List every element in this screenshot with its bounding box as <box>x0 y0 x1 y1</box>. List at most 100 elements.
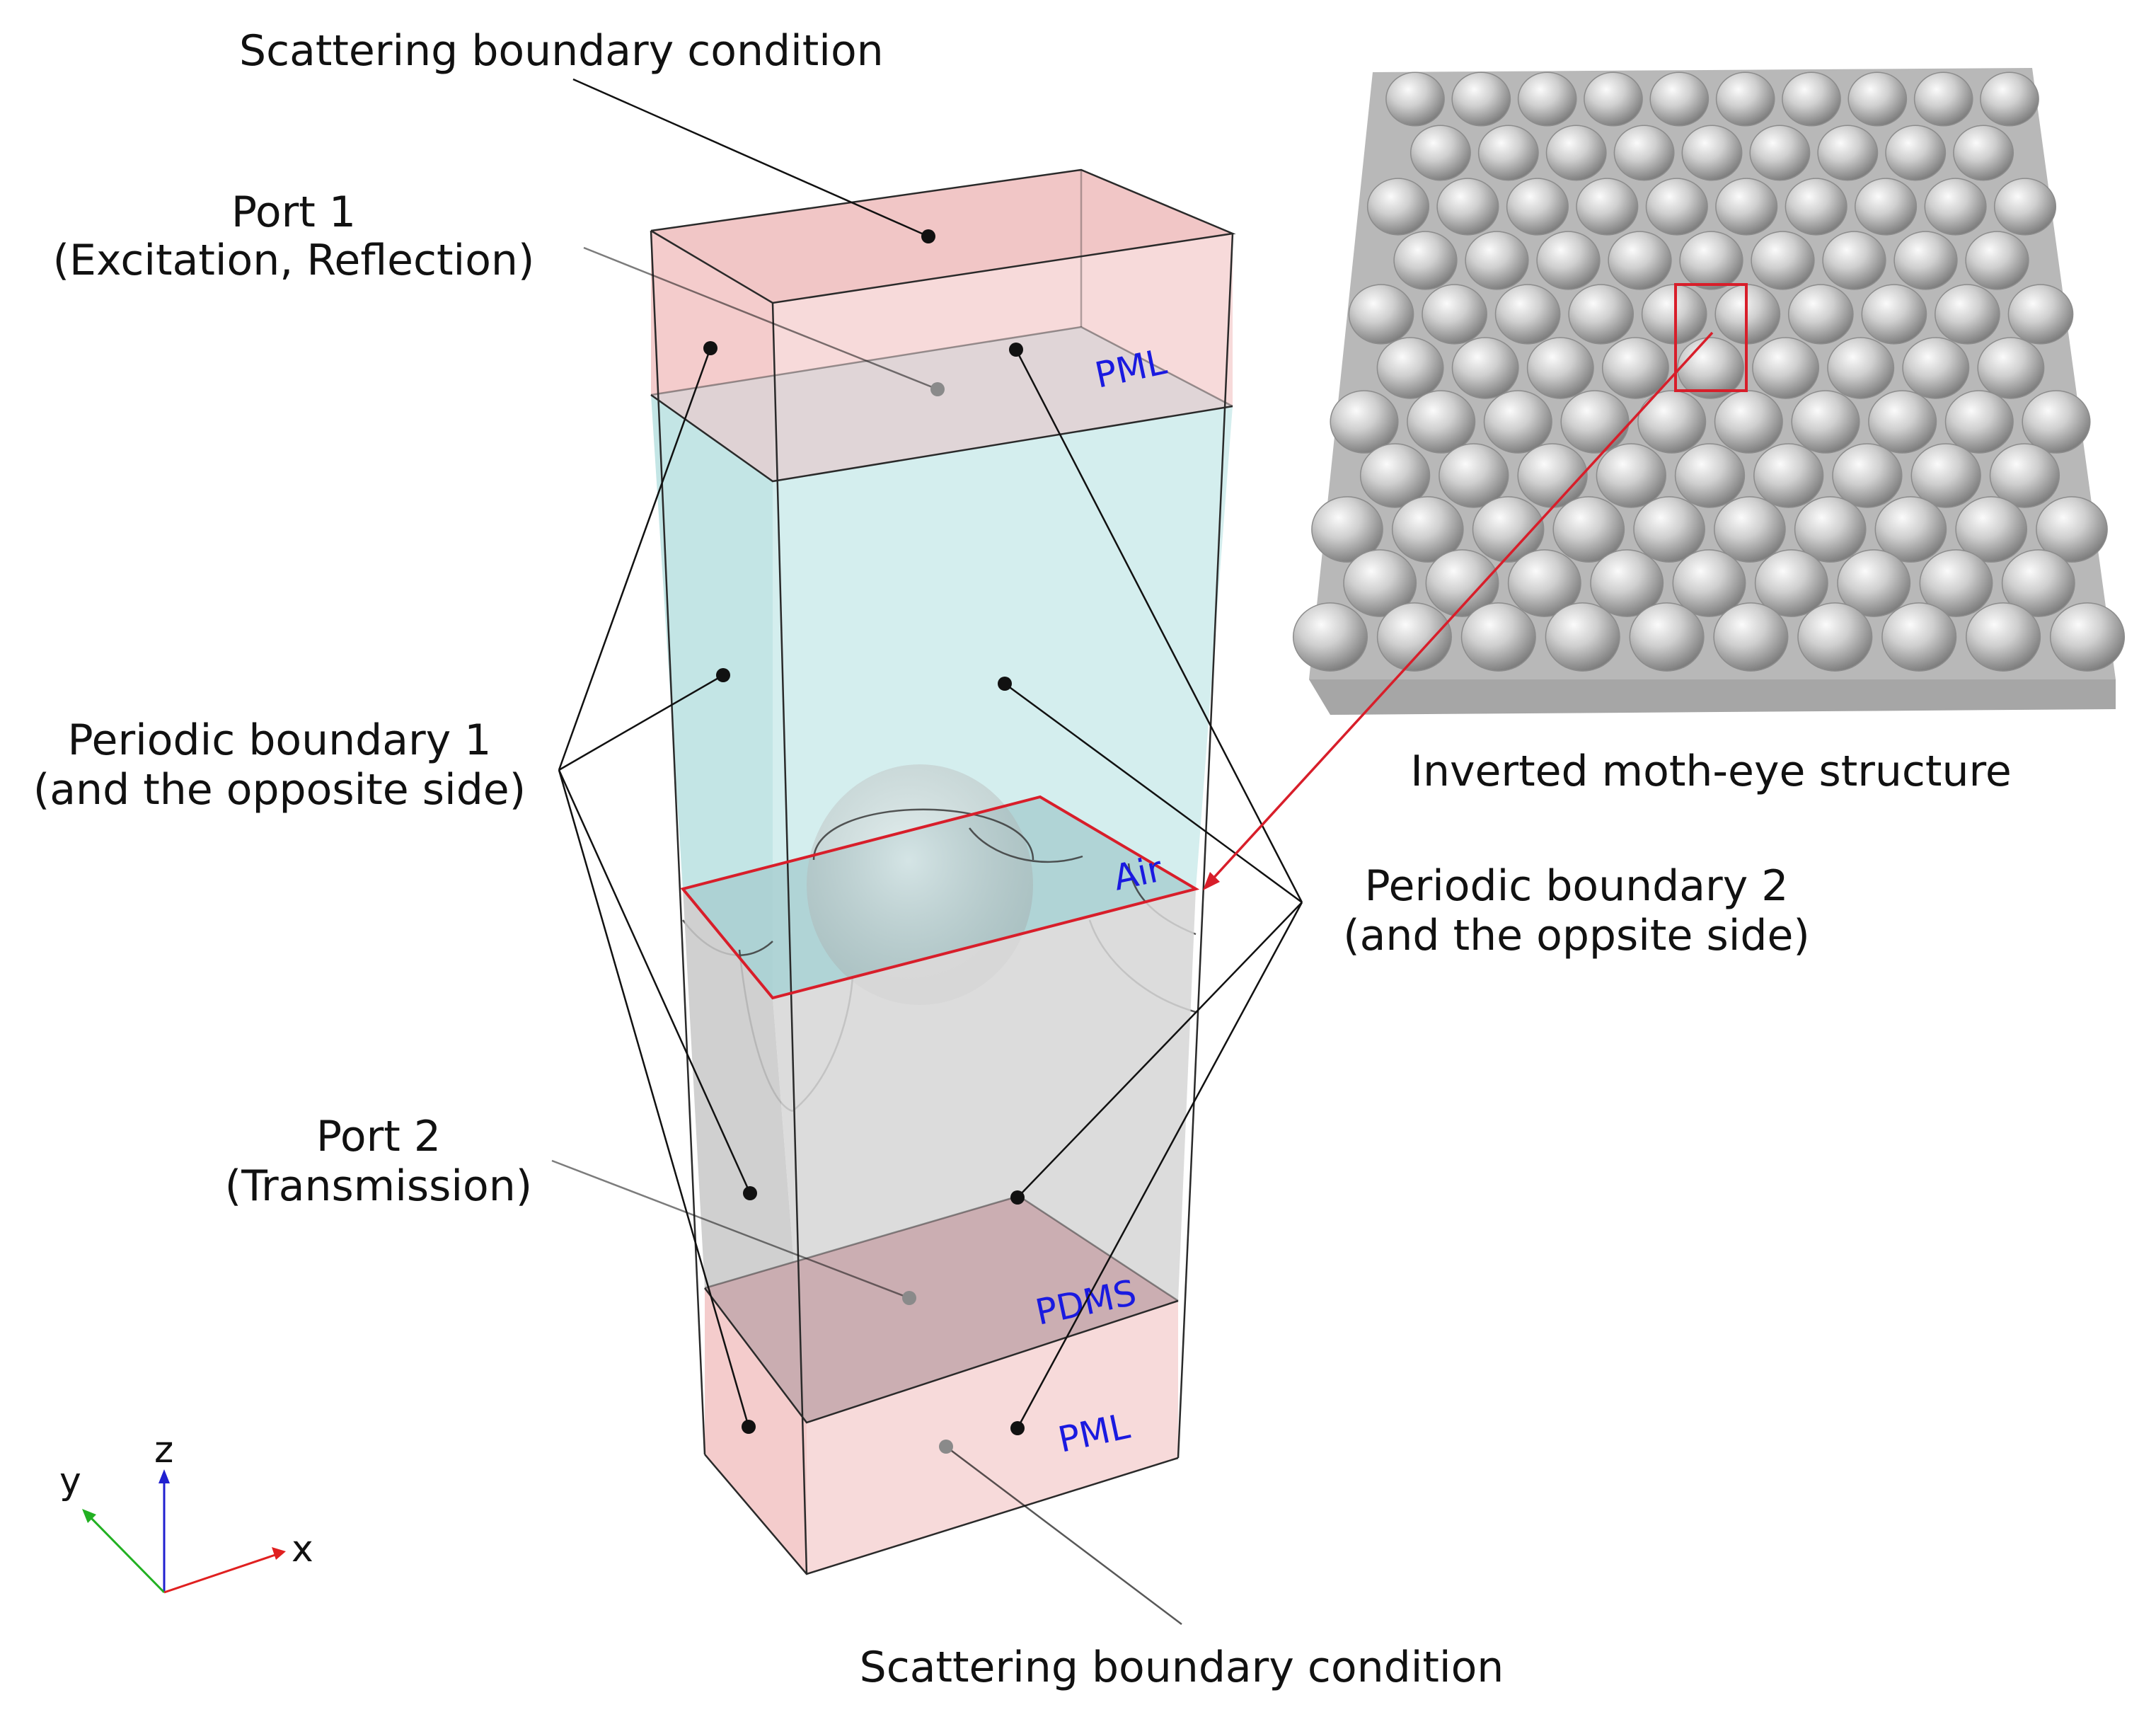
dimple <box>1822 231 1886 290</box>
dimple <box>1715 178 1778 236</box>
dimple <box>1483 390 1552 454</box>
dimple <box>1391 496 1464 563</box>
scattering-top-label: Scattering boundary condition <box>239 26 884 76</box>
air-pdms-interface <box>680 795 1200 1000</box>
periodic1-subtitle: (and the opposite side) <box>33 765 526 815</box>
dimple <box>1681 125 1743 181</box>
dimple <box>1935 284 2000 345</box>
dimple <box>1376 602 1452 672</box>
dimple <box>1376 337 1444 399</box>
dimple <box>1715 71 1775 127</box>
dimple <box>1348 284 1414 345</box>
dimple <box>2001 549 2075 617</box>
periodic1-title: Periodic boundary 1 <box>68 716 492 765</box>
dimple <box>1797 602 1873 672</box>
dimple <box>1674 443 1746 508</box>
dimple <box>1714 496 1786 563</box>
dimple <box>1436 178 1499 236</box>
dimple <box>1506 178 1569 236</box>
dimple <box>1965 231 2029 290</box>
dimple <box>1993 178 2057 236</box>
axes-triad: z y x <box>59 1429 313 1594</box>
dimple <box>1330 390 1399 454</box>
dimple <box>1494 284 1561 345</box>
dimple <box>1637 390 1707 454</box>
dimple <box>1460 602 1536 672</box>
z-axis-label: z <box>154 1429 173 1471</box>
box-edges <box>650 168 1236 1575</box>
dimple <box>1782 71 1841 127</box>
dimple <box>1855 178 1918 236</box>
dimple <box>1827 337 1895 399</box>
dimple <box>1832 443 1903 508</box>
port2-title: Port 2 <box>316 1112 441 1161</box>
dimple <box>1552 496 1625 563</box>
dimple <box>1536 231 1601 290</box>
pml-bottom-region <box>705 1288 1178 1574</box>
dimple <box>1679 231 1743 290</box>
dimple <box>1791 390 1860 454</box>
marker-dots <box>703 229 1025 1454</box>
dimple <box>1526 337 1594 399</box>
dimple <box>1645 178 1708 236</box>
dimple <box>1477 125 1539 181</box>
dimple <box>1837 549 1911 617</box>
dimple <box>1794 496 1867 563</box>
dimple <box>1366 178 1430 236</box>
dimple <box>2007 284 2074 345</box>
dimple <box>1407 390 1476 454</box>
dimple <box>1584 71 1643 127</box>
dimple <box>1517 443 1588 508</box>
moth-eye-inset <box>1203 68 2126 890</box>
dimple <box>1751 231 1815 290</box>
dimple <box>2022 390 2091 454</box>
dimple <box>1629 602 1705 672</box>
dimple <box>1902 337 1970 399</box>
dimple <box>1881 602 1957 672</box>
dimple <box>1893 231 1958 290</box>
y-axis-arrow <box>86 1513 166 1594</box>
dimple <box>1385 71 1445 127</box>
dimple <box>1868 390 1937 454</box>
dimple <box>1343 549 1417 617</box>
dimple <box>1955 496 2028 563</box>
dimple <box>1451 337 1519 399</box>
dimple <box>1924 178 1987 236</box>
dimple <box>1787 284 1854 345</box>
dimple <box>1919 549 1993 617</box>
dimple <box>1465 231 1529 290</box>
pdms-region <box>683 889 1196 1423</box>
dimple <box>2049 602 2126 672</box>
dimple <box>1507 549 1581 617</box>
periodic2-title: Periodic boundary 2 <box>1365 861 1789 911</box>
dimple <box>1472 496 1545 563</box>
dimple <box>1425 549 1499 617</box>
dimple <box>1545 602 1620 672</box>
dimple <box>1754 549 1828 617</box>
dimple <box>1749 125 1811 181</box>
dimple <box>1359 443 1431 508</box>
port1-subtitle: (Excitation, Reflection) <box>53 236 535 285</box>
dimple <box>1601 337 1669 399</box>
simulation-box <box>650 168 1236 1575</box>
dimple <box>1847 71 1908 127</box>
scattering-bottom-label: Scattering boundary condition <box>860 1643 1504 1692</box>
x-axis-label: x <box>292 1528 313 1570</box>
dimple <box>1885 125 1947 181</box>
unit-cell-highlight <box>1674 283 1748 392</box>
dimple <box>1752 337 1820 399</box>
dimple <box>1292 602 1368 672</box>
dimple <box>1393 231 1458 290</box>
dimple <box>1451 71 1511 127</box>
dimple <box>1560 390 1630 454</box>
inset-caption: Inverted moth-eye structure <box>1410 747 2011 796</box>
dimple <box>1753 443 1824 508</box>
air-label: Air <box>1109 849 1166 899</box>
dimple <box>1596 443 1666 508</box>
dimple <box>1714 390 1783 454</box>
port2-subtitle: (Transmission) <box>225 1161 532 1211</box>
leader-lines <box>551 78 1303 1625</box>
dimple <box>1817 125 1879 181</box>
